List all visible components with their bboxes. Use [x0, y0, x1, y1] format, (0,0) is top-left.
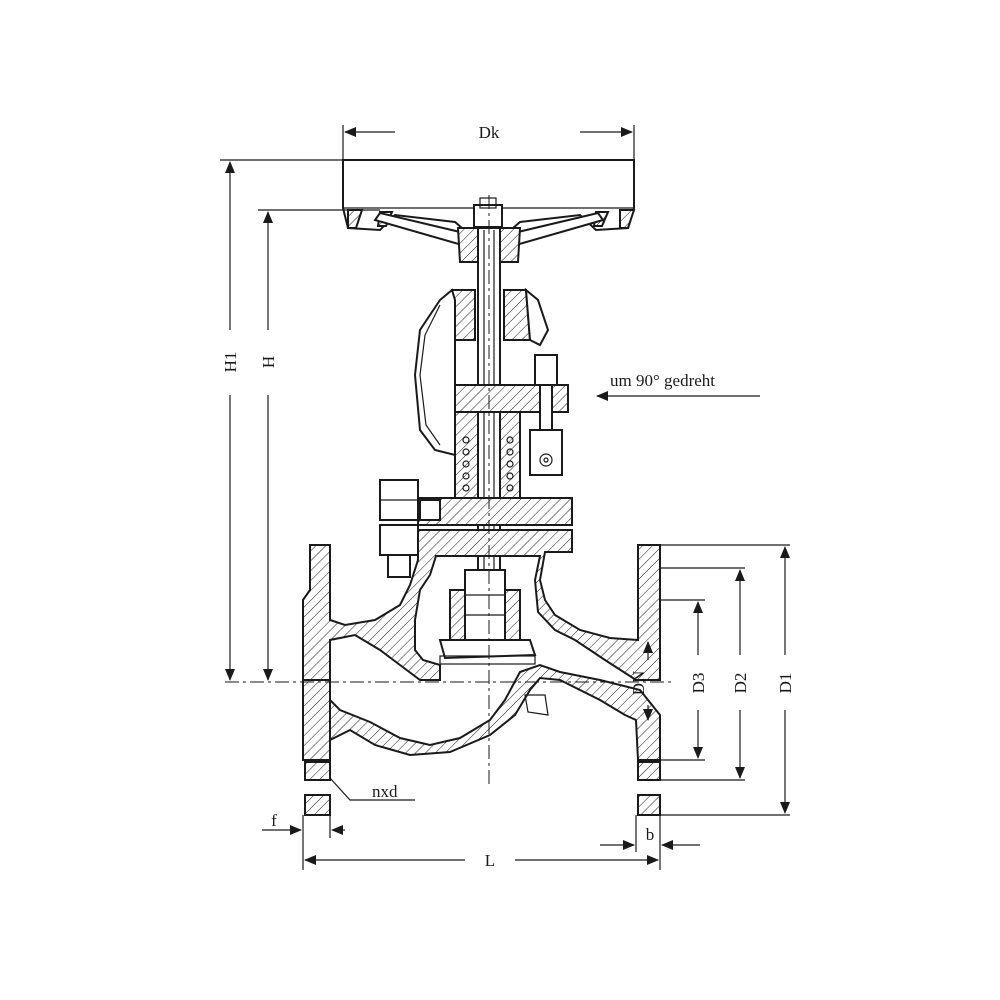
label-rotated-note: um 90° gedreht: [610, 371, 715, 390]
label-f: f: [271, 811, 277, 830]
label-d3: D3: [689, 673, 708, 694]
label-h: H: [259, 356, 278, 368]
body-bolt: [379, 479, 419, 578]
dimension-lines: [220, 125, 790, 870]
label-d2: D2: [731, 673, 750, 694]
label-dn: DN: [629, 671, 648, 696]
label-dk: Dk: [479, 123, 500, 142]
valve-body: [302, 529, 661, 816]
packing-rings: [462, 436, 514, 492]
label-b: b: [646, 825, 655, 844]
label-h1: H1: [221, 352, 240, 373]
gland-bolt: [529, 354, 563, 476]
centerlines: [225, 195, 675, 785]
label-nxd: nxd: [372, 782, 398, 801]
yoke: [413, 287, 573, 526]
label-l: L: [485, 851, 495, 870]
dimension-labels: Dk H1 H um 90° gedreht DN D3 D2 D1 nxd f…: [221, 123, 795, 870]
label-d1: D1: [776, 673, 795, 694]
